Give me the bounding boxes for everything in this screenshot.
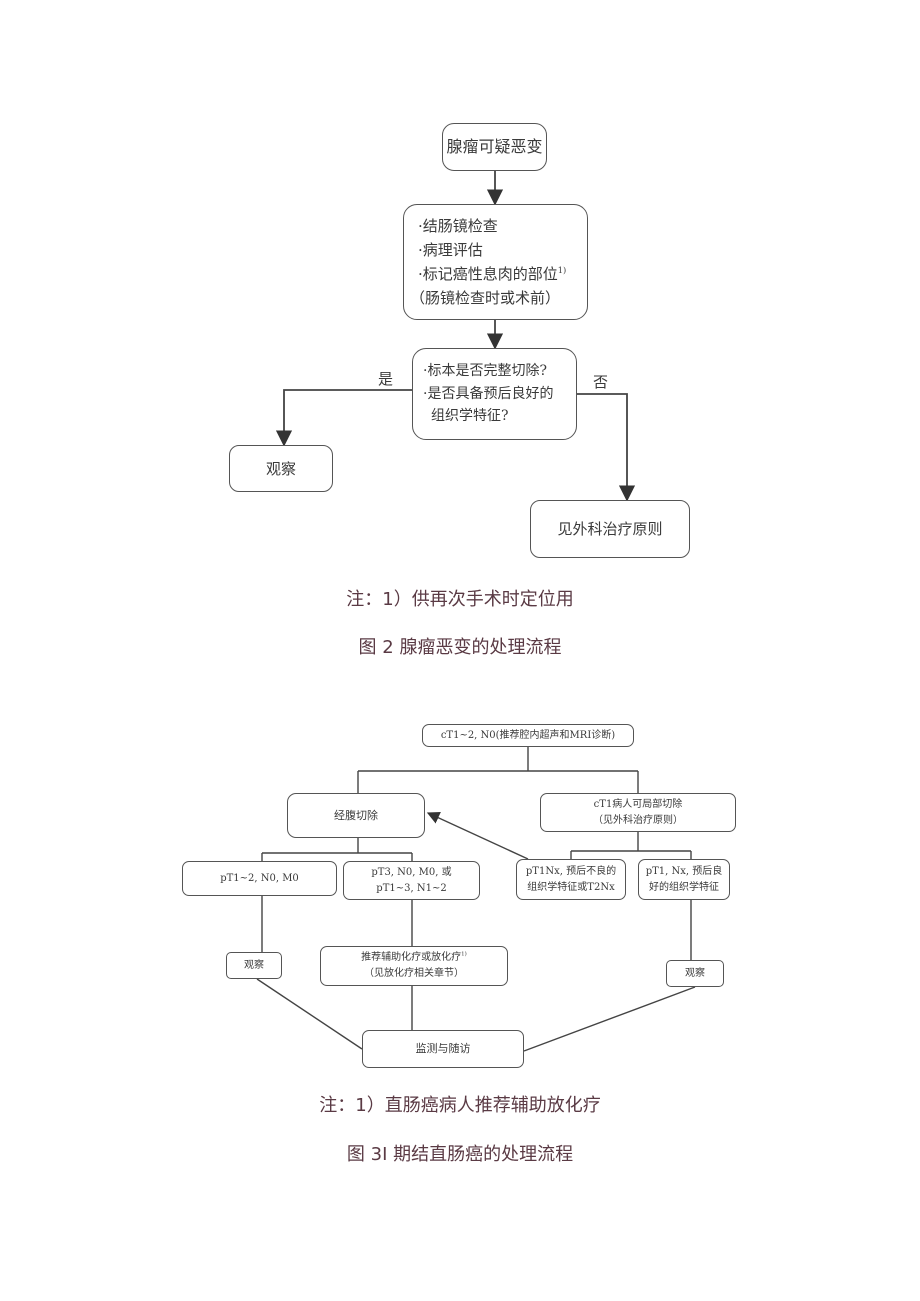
exam-line-colonoscopy: ·结肠镜检查 [418,217,498,235]
adjuvant-line-2: （见放化疗相关章节） [364,968,464,979]
figure-3-caption: 图 3I 期结直肠癌的处理流程 [346,1144,574,1165]
node-surgery: 见外科治疗原则 [530,500,690,558]
pt1nx-line-1: pT1Nx, 预后不良的 [525,865,617,877]
node-adenoma-text: 腺瘤可疑恶变 [446,137,543,157]
adjuvant-line-1: 推荐辅助化疗或放化疗1) [361,950,467,966]
arrow-pt1nx-to-transabdominal [426,812,529,860]
line-observe-right-to-monitor [523,986,696,1052]
arrow-no-to-surgery [577,393,636,502]
exam-footnote-mark: 1) [557,265,567,275]
node-exam: ·结肠镜检查 ·病理评估 ·标记癌性息肉的部位1) （肠镜检查时或术前） [403,204,588,320]
node-pt1-n0-text: pT1~2, N0, M0 [220,872,299,884]
adjuvant-footnote-mark: 1) [461,951,467,958]
node-surgery-text: 见外科治疗原则 [557,520,663,538]
adjuvant-line-1-text: 推荐辅助化疗或放化疗 [361,952,462,963]
node-top-text: cT1~2, N0(推荐腔内超声和MRI诊断) [440,729,616,741]
node-adenoma: 腺瘤可疑恶变 [442,123,547,171]
exam-line-timing: （肠镜检查时或术前） [410,289,561,307]
exam-line-pathology: ·病理评估 [418,241,483,259]
local-line-1: cT1病人可局部切除 [593,798,683,810]
node-local-excision: cT1病人可局部切除 （见外科治疗原则） [540,793,736,832]
pt1-good-line-2: 好的组织学特征 [649,881,719,893]
figure-3-note: 注：1）直肠癌病人推荐辅助放化疗 [319,1095,601,1116]
exam-line-marking: ·标记癌性息肉的部位1) [418,262,587,286]
node-observe-left-text: 观察 [244,959,264,971]
pt1nx-line-2: 组织学特征或T2Nx [527,881,615,893]
node-pt3: pT3, N0, M0, 或 pT1~3, N1~2 [343,861,480,900]
label-yes: 是 [378,370,394,388]
node-observe-left: 观察 [226,952,282,979]
node-observe-right: 观察 [666,960,724,987]
exam-line-marking-text: ·标记癌性息肉的部位 [418,265,558,283]
pt3-line-2: pT1~3, N1~2 [376,882,447,894]
figure-2-note: 注：1）供再次手术时定位用 [346,589,574,610]
line-observe-left-to-monitor [256,978,363,1050]
arrow-yes-to-observe [275,389,412,447]
node-observe-text: 观察 [265,459,296,478]
node-pt1-n0: pT1~2, N0, M0 [182,861,337,896]
question-line-complete: ·标本是否完整切除? [423,363,547,380]
label-no: 否 [593,373,609,391]
node-pt1nx: pT1Nx, 预后不良的 组织学特征或T2Nx [516,859,626,900]
node-top: cT1~2, N0(推荐腔内超声和MRI诊断) [422,724,634,747]
pt1-good-line-1: pT1, Nx, 预后良 [645,865,723,877]
node-pt1-good: pT1, Nx, 预后良 好的组织学特征 [638,859,730,900]
question-line-histology: 组织学特征? [431,408,509,425]
node-adjuvant: 推荐辅助化疗或放化疗1) （见放化疗相关章节） [320,946,508,986]
local-line-2: （见外科治疗原则） [593,814,683,826]
pt3-line-1: pT3, N0, M0, 或 [371,866,452,878]
question-line-prognosis: ·是否具备预后良好的 [423,385,554,402]
node-monitor-text: 监测与随访 [415,1042,471,1056]
node-transabdominal-text: 经腹切除 [334,808,378,822]
node-monitor: 监测与随访 [362,1030,524,1068]
node-question: ·标本是否完整切除? ·是否具备预后良好的 组织学特征? [412,348,577,440]
node-transabdominal: 经腹切除 [287,793,425,838]
node-observe: 观察 [229,445,333,492]
node-observe-right-text: 观察 [685,967,705,979]
figure-2-caption: 图 2 腺瘤恶变的处理流程 [358,637,562,658]
